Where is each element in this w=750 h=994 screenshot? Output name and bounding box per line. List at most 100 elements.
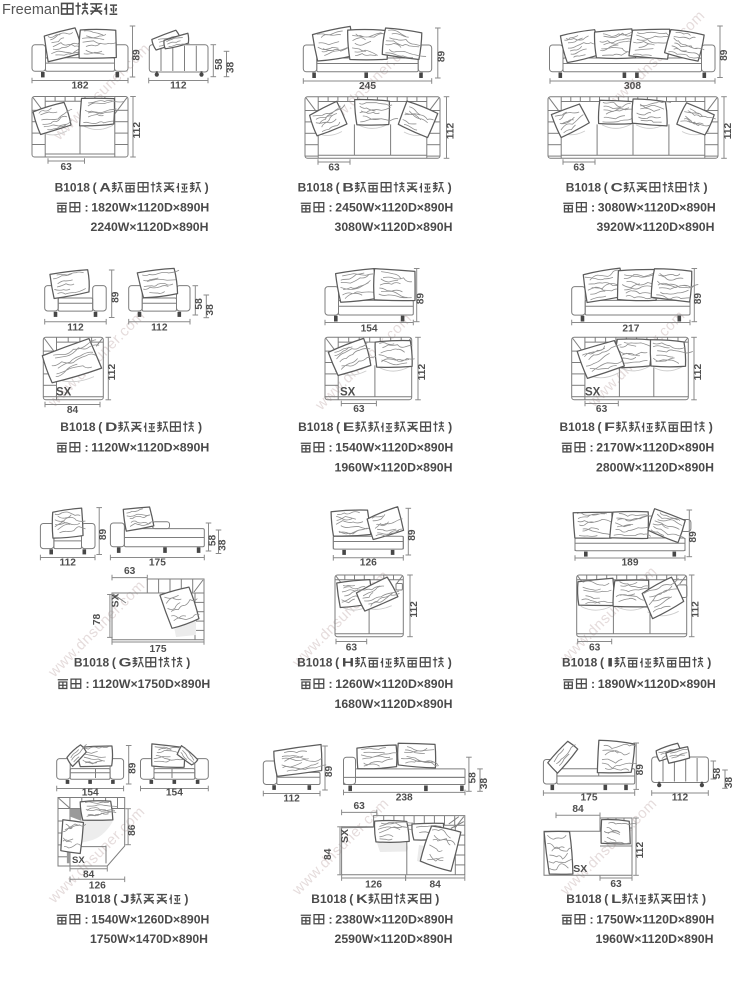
svg-text:1750W×1120D×890H: 1750W×1120D×890H	[596, 913, 714, 927]
svg-text:): )	[435, 892, 439, 906]
svg-text:): )	[205, 181, 209, 195]
svg-text:89: 89	[416, 293, 427, 305]
svg-text:A: A	[99, 181, 111, 195]
svg-text:K: K	[356, 892, 368, 906]
svg-text:63: 63	[346, 643, 358, 654]
svg-text:58: 58	[207, 535, 218, 547]
svg-text:217: 217	[622, 324, 639, 335]
svg-text:(: (	[336, 420, 341, 434]
svg-text:89: 89	[128, 762, 139, 774]
svg-text:112: 112	[132, 122, 143, 139]
svg-text:89: 89	[719, 49, 730, 61]
svg-text:154: 154	[361, 324, 378, 335]
svg-text:3080W×1120D×890H: 3080W×1120D×890H	[598, 201, 716, 215]
svg-text:126: 126	[360, 558, 377, 569]
svg-text:(: (	[600, 656, 605, 670]
svg-text:): )	[703, 181, 707, 195]
svg-text:): )	[448, 420, 452, 434]
svg-text:112: 112	[283, 794, 300, 805]
svg-text:): )	[707, 656, 711, 670]
svg-text::: :	[328, 201, 332, 215]
svg-text:(: (	[336, 181, 341, 195]
svg-text:154: 154	[82, 788, 99, 799]
svg-text:63: 63	[573, 163, 585, 174]
svg-text:L: L	[611, 892, 622, 906]
svg-text:C: C	[611, 181, 623, 195]
svg-text:112: 112	[635, 842, 646, 859]
svg-text:(: (	[112, 656, 117, 670]
svg-text:58: 58	[712, 768, 723, 780]
svg-text:84: 84	[430, 880, 442, 891]
svg-text:G: G	[119, 656, 132, 670]
svg-text:1120W×1750D×890H: 1120W×1750D×890H	[92, 677, 210, 691]
svg-text:63: 63	[589, 643, 601, 654]
svg-text:2450W×1120D×890H: 2450W×1120D×890H	[335, 201, 453, 215]
svg-text:126: 126	[89, 881, 106, 892]
svg-text:2800W×1120D×890H: 2800W×1120D×890H	[596, 461, 714, 475]
svg-text:89: 89	[131, 49, 142, 61]
svg-text:(: (	[93, 181, 98, 195]
svg-text::: :	[589, 441, 593, 455]
svg-text:89: 89	[324, 766, 335, 778]
svg-text:1540W×1120D×890H: 1540W×1120D×890H	[335, 441, 453, 455]
svg-text:89: 89	[111, 291, 122, 303]
svg-text:B1018: B1018	[55, 181, 91, 195]
svg-text:): )	[448, 181, 452, 195]
svg-text:38: 38	[205, 304, 216, 316]
svg-text:(: (	[349, 892, 354, 906]
svg-text:2170W×1120D×890H: 2170W×1120D×890H	[596, 441, 714, 455]
svg-text:245: 245	[359, 81, 376, 92]
svg-text::: :	[328, 913, 332, 927]
svg-text:89: 89	[693, 293, 704, 305]
svg-text:2380W×1120D×890H: 2380W×1120D×890H	[335, 913, 453, 927]
svg-text:175: 175	[150, 644, 167, 655]
svg-text:SX: SX	[573, 863, 587, 875]
svg-text:58: 58	[194, 298, 205, 310]
svg-text:(: (	[597, 420, 602, 434]
svg-text:182: 182	[72, 81, 89, 92]
svg-text:89: 89	[98, 529, 109, 541]
svg-text:2590W×1120D×890H: 2590W×1120D×890H	[335, 932, 453, 946]
svg-text:112: 112	[672, 793, 689, 804]
svg-text::: :	[84, 913, 88, 927]
svg-text:175: 175	[581, 793, 598, 804]
svg-text:SX: SX	[339, 829, 351, 843]
svg-text::: :	[84, 441, 88, 455]
svg-text:78: 78	[92, 614, 103, 626]
svg-text:189: 189	[622, 558, 639, 569]
svg-text:B1018: B1018	[560, 420, 596, 434]
svg-text:238: 238	[396, 793, 413, 804]
svg-text:112: 112	[693, 364, 704, 381]
svg-text:1680W×1120D×890H: 1680W×1120D×890H	[335, 697, 453, 711]
svg-text:112: 112	[409, 601, 420, 618]
svg-text:89: 89	[688, 531, 699, 543]
svg-text:38: 38	[479, 778, 490, 790]
svg-text:(: (	[98, 420, 103, 434]
svg-text:84: 84	[572, 804, 584, 815]
svg-text:308: 308	[624, 81, 641, 92]
svg-text:(: (	[335, 656, 340, 670]
svg-text:112: 112	[67, 323, 84, 334]
svg-text:): )	[702, 892, 706, 906]
svg-text:1750W×1470D×890H: 1750W×1470D×890H	[90, 932, 208, 946]
svg-text::: :	[328, 441, 332, 455]
svg-text:112: 112	[691, 601, 702, 618]
svg-text:89: 89	[437, 51, 448, 63]
svg-text:126: 126	[365, 880, 382, 891]
svg-text:): )	[198, 420, 202, 434]
svg-text:84: 84	[67, 405, 79, 416]
svg-text:1960W×1120D×890H: 1960W×1120D×890H	[596, 932, 714, 946]
svg-text:B1018: B1018	[75, 892, 111, 906]
svg-text::: :	[589, 913, 593, 927]
svg-text:154: 154	[166, 788, 183, 799]
svg-text:112: 112	[417, 364, 428, 381]
svg-text:58: 58	[468, 772, 479, 784]
svg-text:86: 86	[127, 824, 138, 836]
svg-text:84: 84	[83, 870, 95, 881]
svg-text::: :	[328, 677, 332, 691]
svg-text:38: 38	[217, 539, 228, 551]
svg-text:1120W×1120D×890H: 1120W×1120D×890H	[91, 441, 209, 455]
svg-text:175: 175	[149, 558, 166, 569]
svg-text:84: 84	[323, 848, 334, 860]
svg-text:B1018: B1018	[297, 656, 333, 670]
